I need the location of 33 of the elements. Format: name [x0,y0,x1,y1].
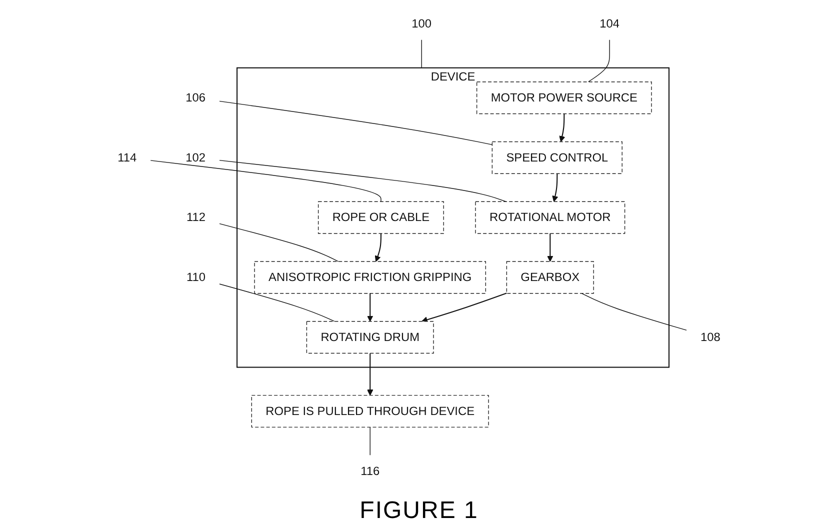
node-text: 100 [412,17,432,30]
figure-caption: FIGURE 1 [360,497,478,525]
arrow [367,293,374,322]
node-text: 102 [186,150,206,164]
node-box: ANISOTROPIC FRICTION GRIPPING [254,261,486,294]
arrow [559,114,566,142]
node-box: GEARBOX [506,261,594,294]
node-text: 114 [118,150,137,164]
arrow [421,292,507,323]
connector [219,160,506,202]
connector [421,39,422,68]
node-box: ROPE IS PULLED THROUGH DEVICE [251,394,489,428]
node-box: MOTOR POWER SOURCE [476,82,652,114]
node-box: SPEED CONTROL [492,141,622,174]
node-text: 112 [186,210,206,224]
node-box: ROPE OR CABLE [318,201,444,234]
connector [219,100,493,145]
arrow [367,353,374,396]
connector [219,223,339,262]
connector [150,160,382,202]
connector [581,293,687,331]
node-text: 106 [186,90,206,104]
connector [588,39,610,82]
node-text: 116 [360,464,380,478]
node-text: 104 [600,17,620,30]
node-text: 108 [700,330,720,344]
arrow [547,234,554,262]
node-box: ROTATIONAL MOTOR [475,201,626,234]
connector [219,284,336,322]
node-box: ROTATING DRUM [306,321,434,354]
arrow [374,234,382,262]
arrow [552,174,558,202]
node-text: 110 [186,270,206,284]
